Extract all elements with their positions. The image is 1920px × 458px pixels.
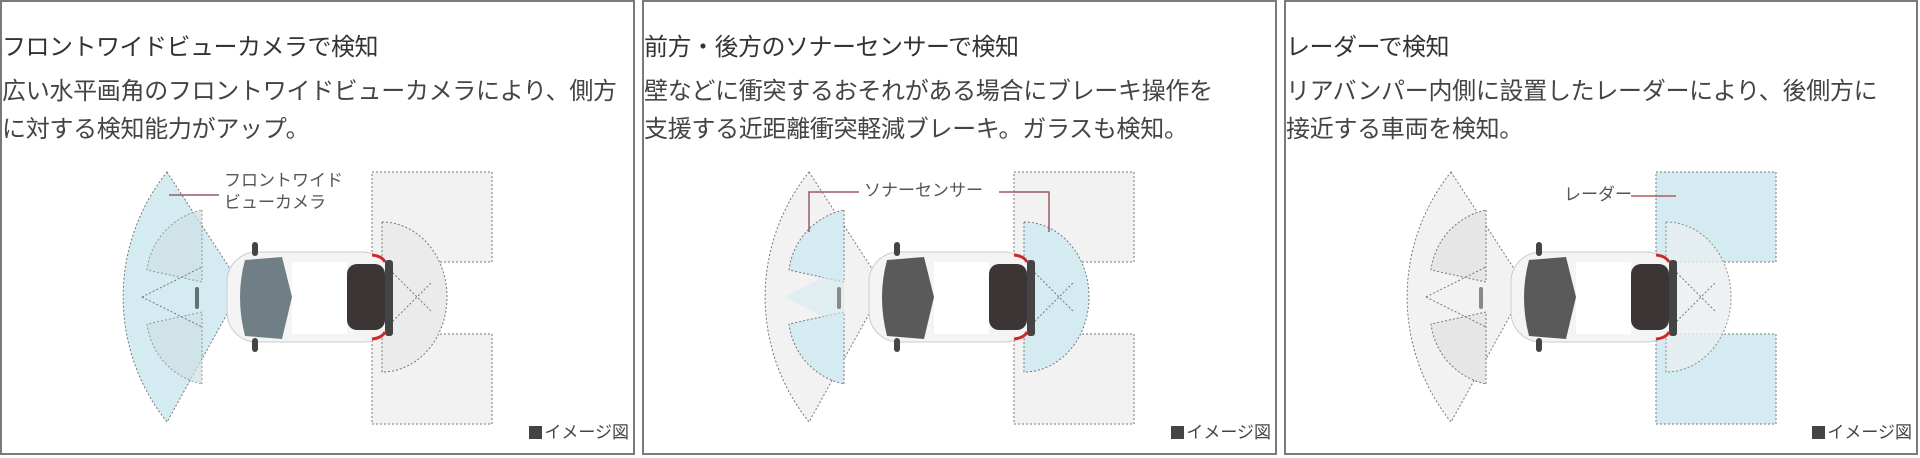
- car-icon: [837, 242, 1035, 352]
- description-line: リアバンパー内側に設置したレーダーにより、後側方に: [1286, 77, 1878, 105]
- panel-description: 広い水平画角のフロントワイドビューカメラにより、側方 に対する検知能力がアップ。: [2, 72, 642, 148]
- panel-description: リアバンパー内側に設置したレーダーにより、後側方に 接近する車両を検知。: [1286, 72, 1920, 148]
- description-line: 支援する近距離衝突軽減ブレーキ。ガラスも検知。: [644, 115, 1188, 143]
- sensor-diagram: ソナーセンサー: [644, 152, 1278, 442]
- sensor-diagram: レーダー: [1286, 152, 1920, 442]
- car-sensor-illustration: [1406, 171, 1777, 425]
- square-icon: [529, 426, 543, 439]
- square-icon: [1812, 426, 1826, 439]
- car-icon: [195, 242, 393, 352]
- panel-title: 前方・後方のソナーセンサーで検知: [644, 33, 1019, 61]
- callout-label: レーダー: [1564, 185, 1632, 205]
- car-sensor-illustration: [122, 171, 493, 425]
- square-icon: [1171, 426, 1185, 439]
- panel-front-wide-view-camera: フロントワイドビューカメラで検知 広い水平画角のフロントワイドビューカメラにより…: [0, 0, 635, 455]
- panel-sonar-sensor: 前方・後方のソナーセンサーで検知 壁などに衝突するおそれがある場合にブレーキ操作…: [642, 0, 1277, 455]
- panel-title: フロントワイドビューカメラで検知: [2, 33, 379, 61]
- car-sensor-illustration: [764, 171, 1135, 425]
- description-line: 壁などに衝突するおそれがある場合にブレーキ操作を: [644, 77, 1213, 105]
- callout-label: フロントワイド ビューカメラ: [224, 171, 343, 213]
- panel-title: レーダーで検知: [1286, 33, 1450, 61]
- callout-label: ソナーセンサー: [864, 181, 983, 201]
- panel-description: 壁などに衝突するおそれがある場合にブレーキ操作を 支援する近距離衝突軽減ブレーキ…: [644, 72, 1284, 148]
- image-caption: イメージ図: [1812, 418, 1912, 443]
- description-line: 広い水平画角のフロントワイドビューカメラにより、側方: [2, 77, 617, 105]
- panel-radar: レーダーで検知 リアバンパー内側に設置したレーダーにより、後側方に 接近する車両…: [1284, 0, 1918, 455]
- sensor-diagram: フロントワイド ビューカメラ: [2, 152, 636, 442]
- description-line: に対する検知能力がアップ。: [2, 115, 310, 143]
- image-caption: イメージ図: [1171, 418, 1271, 443]
- description-line: 接近する車両を検知。: [1286, 115, 1523, 143]
- image-caption: イメージ図: [529, 418, 629, 443]
- car-icon: [1479, 242, 1677, 352]
